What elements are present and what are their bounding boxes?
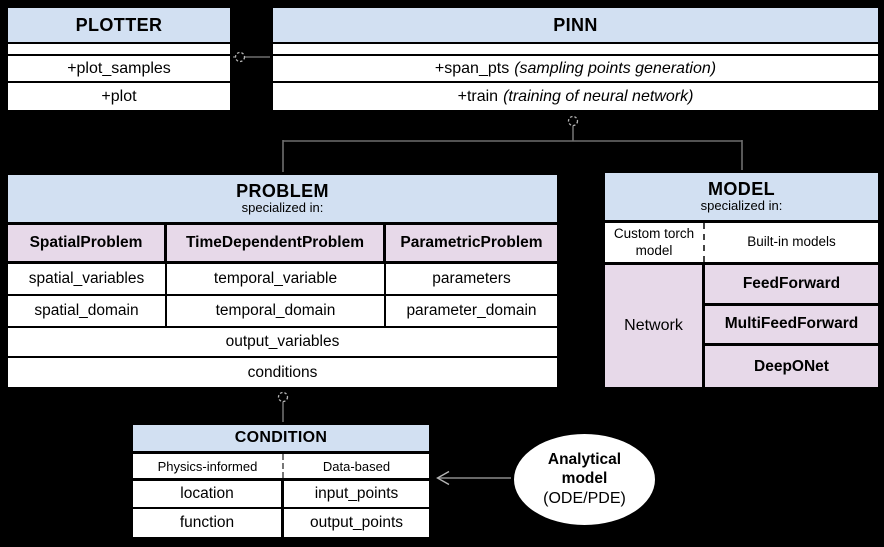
model-header: MODEL specialized in: (605, 173, 878, 223)
problem-attr-output-variables: output_variables (8, 328, 557, 358)
pinn-method-span-pts: +span_pts (sampling points generation) (273, 56, 878, 83)
method-note: (training of neural network) (503, 87, 694, 105)
method-name: +train (457, 87, 499, 105)
condition-row-2: function output_points (133, 509, 429, 537)
analytical-model-line3: (ODE/PDE) (543, 489, 626, 507)
network-cell: Network (605, 265, 705, 387)
aggregation-marker-icon (277, 391, 289, 403)
input-points-cell: input_points (314, 485, 399, 502)
connector-problem-condition (277, 391, 289, 423)
aggregation-marker-icon (567, 115, 579, 127)
custom-torch-model-cell: Custom torch model (605, 223, 705, 262)
multifeedforward-cell: MultiFeedForward (705, 306, 878, 347)
problem-attr-conditions: conditions (8, 358, 557, 387)
condition-row-1: location input_points (133, 481, 429, 509)
subclass-spatial-problem: SpatialProblem (8, 225, 167, 261)
model-kind-row: Custom torch model Built-in models (605, 223, 878, 265)
deeponet-cell: DeepONet (754, 357, 829, 375)
attr-spatial-variables: spatial_variables (8, 264, 167, 294)
aggregation-marker-icon (234, 51, 246, 63)
plotter-method-plot: +plot (8, 83, 230, 110)
attr-spatial-domain: spatial_domain (8, 296, 167, 326)
open-arrowhead-icon (436, 470, 450, 486)
built-in-models-cell: Built-in models (747, 234, 836, 250)
pinn-method-train: +train (training of neural network) (273, 83, 878, 110)
condition-kind-row: Physics-informed Data-based (133, 454, 429, 481)
analytical-model-line2: model (561, 469, 608, 487)
problem-subclass-row: SpatialProblem TimeDependentProblem Para… (8, 225, 557, 264)
attr-temporal-variable: temporal_variable (167, 264, 386, 294)
feedforward-cell: FeedForward (705, 265, 878, 306)
connector-plotter-pinn (233, 51, 270, 63)
attr-parameter-domain: parameter_domain (406, 302, 537, 319)
data-based-cell: Data-based (322, 458, 391, 474)
model-body-grid: Network FeedForward MultiFeedForward Dee… (605, 265, 878, 387)
problem-attr-row-domains: spatial_domain temporal_domain parameter… (8, 296, 557, 328)
problem-class-box: PROBLEM specialized in: SpatialProblem T… (5, 172, 560, 390)
subclass-time-dependent-problem: TimeDependentProblem (167, 225, 386, 261)
problem-title: PROBLEM (236, 180, 329, 201)
plotter-class-box: PLOTTER +plot_samples +plot (5, 5, 233, 111)
model-subtitle: specialized in: (700, 198, 783, 214)
pinn-class-box: PINN +span_pts (sampling points generati… (270, 5, 881, 111)
analytical-model-line1: Analytical (547, 450, 622, 468)
subclass-parametric-problem: ParametricProblem (400, 234, 543, 251)
physics-informed-cell: Physics-informed (133, 454, 284, 478)
function-cell: function (133, 509, 284, 537)
model-class-box: MODEL specialized in: Custom torch model… (602, 170, 881, 390)
analytical-model-ellipse: Analytical model (ODE/PDE) (511, 431, 658, 528)
plotter-title: PLOTTER (8, 8, 230, 44)
condition-title: CONDITION (133, 425, 429, 454)
condition-class-box: CONDITION Physics-informed Data-based lo… (130, 422, 432, 540)
pinn-empty-compartment (273, 44, 878, 56)
connector-analytical-condition (436, 470, 511, 486)
plotter-method-plot-samples: +plot_samples (8, 56, 230, 83)
method-note: (sampling points generation) (514, 59, 717, 77)
plotter-empty-compartment (8, 44, 230, 56)
pinn-title: PINN (273, 8, 878, 44)
problem-header: PROBLEM specialized in: (8, 175, 557, 225)
attr-parameters: parameters (432, 270, 511, 287)
method-name: +span_pts (434, 59, 510, 77)
problem-attr-row-variables: spatial_variables temporal_variable para… (8, 264, 557, 296)
output-points-cell: output_points (309, 514, 404, 531)
model-title: MODEL (708, 178, 775, 199)
problem-subtitle: specialized in: (241, 200, 324, 216)
location-cell: location (133, 481, 284, 507)
connector-pinn-to-problem-and-model (282, 115, 743, 173)
attr-temporal-domain: temporal_domain (167, 296, 386, 326)
